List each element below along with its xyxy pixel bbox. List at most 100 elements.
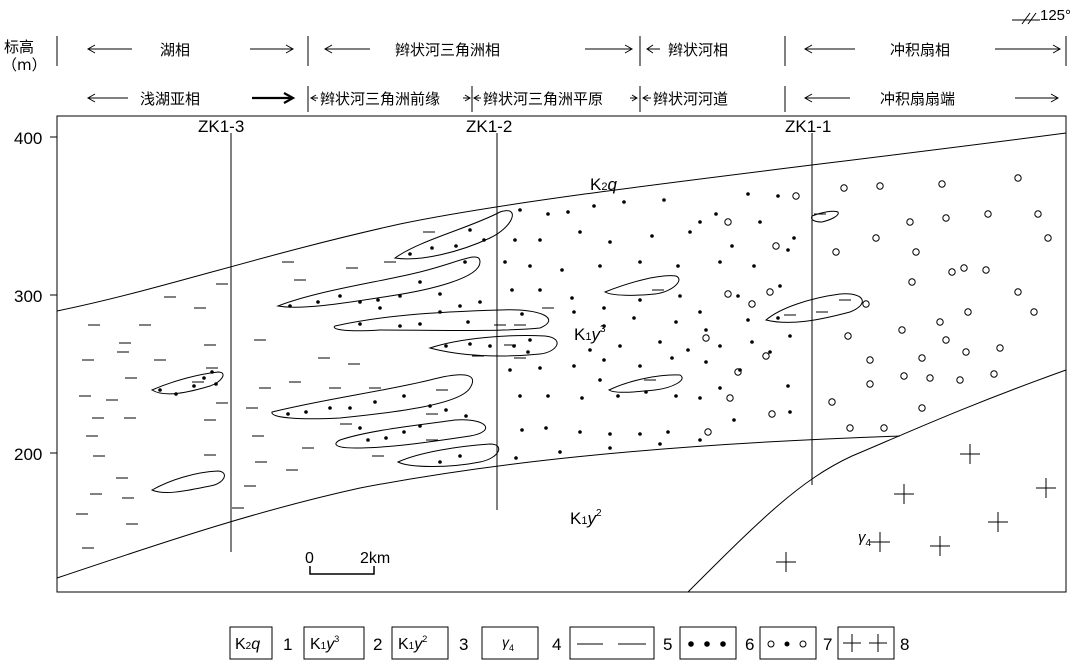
sandstone-dot: [602, 358, 606, 362]
legend-box-conglomerate: [759, 626, 817, 660]
sandstone-dot: [718, 260, 722, 264]
sandstone-dot: [572, 310, 576, 314]
sandstone-dot: [602, 324, 606, 328]
conglomerate-circle: [984, 210, 992, 218]
sandstone-dot: [580, 396, 584, 400]
sandstone-dot: [328, 406, 332, 410]
sandstone-dot: [698, 220, 702, 224]
k1y3-base-line: [56, 435, 901, 579]
sandstone-dot: [560, 268, 564, 272]
orientation-label: 125°: [1040, 7, 1070, 24]
sandstone-dot: [768, 350, 772, 354]
sandstone-dot: [570, 296, 574, 300]
sandstone-dot: [518, 394, 522, 398]
sandstone-dot: [622, 200, 626, 204]
sandstone-dot: [510, 288, 514, 292]
sandstone-dot: [418, 424, 422, 428]
facies-braided-river: 辫状河相: [668, 41, 728, 59]
legend-number-2: 2: [373, 635, 382, 654]
sandstone-dot: [718, 386, 722, 390]
conglomerate-circle: [936, 318, 944, 326]
sandstone-dot: [468, 228, 472, 232]
conglomerate-circle: [898, 326, 906, 334]
sandstone-dot: [402, 394, 406, 398]
unit-label-granite: γ4: [858, 529, 872, 549]
sandstone-dot: [518, 208, 522, 212]
tick-label-200: 200: [14, 445, 42, 464]
conglomerate-circle: [762, 352, 770, 360]
sandstone-dot: [638, 298, 642, 302]
sandstone-dot: [316, 300, 320, 304]
conglomerate-circle: [964, 308, 972, 316]
sandstone-dot: [438, 460, 442, 464]
conglomerate-circle: [702, 334, 710, 342]
sandstone-dot: [538, 238, 542, 242]
sandstone-dot: [358, 300, 362, 304]
legend-symbol-granite: γ4: [502, 634, 514, 653]
sandstone-dot: [418, 322, 422, 326]
legend-symbol-k2q: K2q: [235, 636, 260, 653]
sandstone-dot: [662, 198, 666, 202]
sandstone-dot: [428, 404, 432, 408]
conglomerate-circle: [726, 394, 734, 402]
legend-box-k1y2: [391, 626, 449, 660]
sandstone-dot: [526, 350, 530, 354]
conglomerate-circle: [840, 184, 848, 192]
sandstone-dot: [658, 340, 662, 344]
conglomerate-circle: [1014, 288, 1022, 296]
sandstone-dot: [158, 388, 162, 392]
sandstone-dot: [514, 456, 518, 460]
conglomerate-circle: [846, 424, 854, 432]
sandstone-dot: [750, 340, 754, 344]
conglomerate-circle: [926, 374, 934, 382]
sandstone-dot: [698, 310, 702, 314]
conglomerate-circle: [724, 218, 732, 226]
legend-number-6: 6: [745, 635, 754, 654]
sandstone-dot: [758, 220, 762, 224]
k2q-base-line: [56, 132, 1067, 312]
unit-label-k1y3: K1y3: [574, 324, 606, 344]
sandstone-dot: [776, 194, 780, 198]
conglomerate-circle: [724, 290, 732, 298]
sandstone-dot: [698, 438, 702, 442]
sandstone-dot: [348, 406, 352, 410]
granite-contact-line: [687, 369, 1067, 593]
sandstone-dot: [608, 240, 612, 244]
borehole-zk1-1: ZK1-1: [785, 117, 831, 136]
sandstone-dot: [704, 328, 708, 332]
sandstone-dot: [638, 260, 642, 264]
sandstone-dot: [288, 304, 292, 308]
conglomerate-circle: [906, 218, 914, 226]
sandstone-dot: [376, 298, 380, 302]
sandstone-dot: [674, 320, 678, 324]
sandstone-dot: [546, 394, 550, 398]
conglomerate-circle: [768, 410, 776, 418]
sandstone-dot: [578, 430, 582, 434]
subfacies-shallow-lake: 浅湖亚相: [140, 90, 200, 108]
sandstone-dot: [338, 294, 342, 298]
sandstone-dot: [546, 212, 550, 216]
sandstone-dot: [358, 322, 362, 326]
sandstone-dot: [466, 320, 470, 324]
legend-number-7: 7: [823, 635, 832, 654]
subfacies-delta-front: 辫状河三角洲前缘: [320, 90, 440, 108]
conglomerate-circle: [876, 182, 884, 190]
sandstone-dot: [538, 288, 542, 292]
legend-box-sandstone: [679, 626, 737, 660]
conglomerate-circle: [1044, 234, 1052, 242]
sandstone-dot: [398, 294, 402, 298]
sandstone-dot: [430, 246, 434, 250]
conglomerate-circle: [912, 248, 920, 256]
conglomerate-circle: [734, 368, 742, 376]
tick-label-300: 300: [14, 287, 42, 306]
sandstone-dot: [528, 338, 532, 342]
sandstone-dot: [736, 294, 740, 298]
sandstone-dot: [463, 260, 467, 264]
conglomerate-circle: [962, 348, 970, 356]
sandstone-dot: [602, 306, 606, 310]
orientation-marker: 125°: [1012, 7, 1070, 25]
facies-alluvial-fan: 冲积扇相: [890, 41, 950, 59]
conglomerate-circle: [704, 428, 712, 436]
sandstone-dot: [746, 192, 750, 196]
